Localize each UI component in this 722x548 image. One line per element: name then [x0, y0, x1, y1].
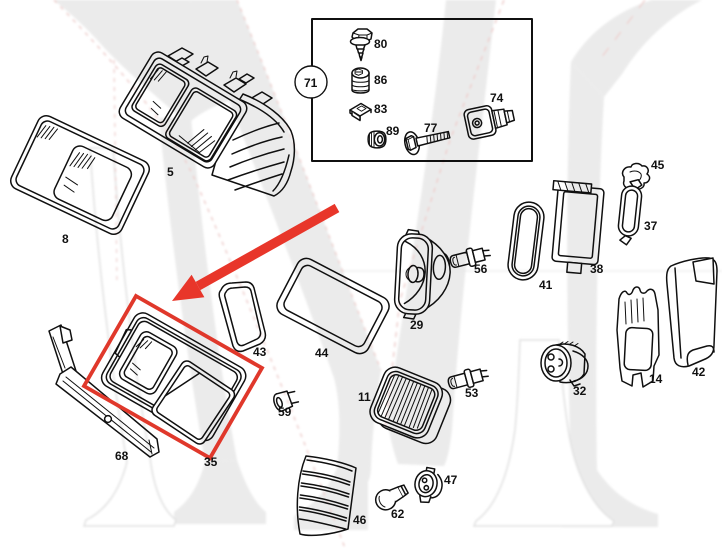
- svg-text:37: 37: [644, 219, 658, 233]
- svg-text:53: 53: [465, 386, 479, 400]
- svg-text:11: 11: [358, 390, 371, 404]
- svg-text:8: 8: [62, 232, 69, 246]
- svg-text:68: 68: [115, 449, 129, 463]
- svg-text:80: 80: [374, 37, 388, 51]
- svg-text:35: 35: [204, 455, 218, 469]
- svg-text:89: 89: [386, 124, 400, 138]
- svg-text:47: 47: [444, 473, 458, 487]
- svg-text:83: 83: [374, 102, 388, 116]
- svg-text:43: 43: [253, 345, 267, 359]
- svg-text:62: 62: [391, 507, 405, 521]
- svg-text:56: 56: [474, 262, 488, 276]
- svg-text:32: 32: [573, 384, 587, 398]
- svg-text:71: 71: [304, 76, 318, 90]
- svg-text:46: 46: [353, 513, 367, 527]
- svg-text:77: 77: [424, 121, 438, 135]
- svg-text:74: 74: [490, 91, 504, 105]
- svg-text:42: 42: [692, 365, 706, 379]
- svg-text:14: 14: [649, 372, 663, 386]
- svg-text:41: 41: [539, 278, 553, 292]
- svg-text:5: 5: [167, 165, 174, 179]
- svg-text:44: 44: [315, 346, 329, 360]
- svg-text:86: 86: [374, 73, 388, 87]
- svg-text:59: 59: [278, 405, 292, 419]
- svg-text:45: 45: [651, 158, 665, 172]
- svg-text:29: 29: [410, 318, 424, 332]
- svg-text:38: 38: [590, 262, 604, 276]
